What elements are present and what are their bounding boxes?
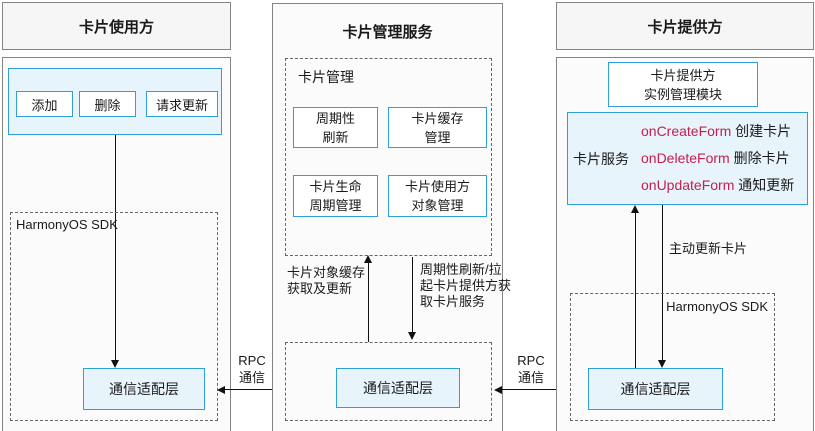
consumer-sdk-label: HarmonyOS SDK xyxy=(16,217,118,232)
rpc-left-line xyxy=(221,389,283,390)
card-management-group: 卡片管理 xyxy=(285,58,492,256)
provider-header: 卡片提供方 xyxy=(556,2,814,50)
request-update-button-label: 请求更新 xyxy=(155,97,208,113)
periodic-pull-line xyxy=(412,257,413,333)
provider-comm-layer-label: 通信适配层 xyxy=(620,381,691,397)
module-card-cache: 卡片缓存 管理 xyxy=(388,107,487,148)
add-button-label: 添加 xyxy=(31,97,58,113)
rpc-right-line xyxy=(498,389,564,390)
consumer-actions-panel: 添加 删除 请求更新 xyxy=(8,68,222,135)
active-update-label: 主动更新卡片 xyxy=(669,241,748,256)
cache-update-label: 卡片对象缓存 获取及更新 xyxy=(287,265,366,296)
provider-sdk-label: HarmonyOS SDK xyxy=(666,299,768,314)
provider-title: 卡片提供方 xyxy=(647,18,723,36)
consumer-downflow-arrowhead xyxy=(111,360,119,368)
callback-oncreateform: onCreateForm 创建卡片 xyxy=(641,123,792,139)
provider-downflow-arrowhead xyxy=(658,360,666,368)
rpc-left-label: RPC 通信 xyxy=(238,353,266,385)
provider-comm-layer: 通信适配层 xyxy=(588,368,723,410)
cache-update-line xyxy=(368,262,369,342)
consumer-comm-layer-label: 通信适配层 xyxy=(109,381,179,397)
provider-upflow-line xyxy=(635,212,636,368)
card-service-label: 卡片服务 xyxy=(573,150,629,167)
delete-button-label: 删除 xyxy=(94,97,121,113)
cache-update-arrowhead xyxy=(364,255,372,263)
consumer-sdk-region: HarmonyOS SDK xyxy=(10,212,218,421)
provider-sdk-region: HarmonyOS SDK xyxy=(570,293,775,421)
rpc-left-arrowhead-left xyxy=(217,386,225,394)
consumer-downflow-line xyxy=(115,135,116,361)
module-lifecycle: 卡片生命 周期管理 xyxy=(293,175,378,217)
card-service-box: 卡片服务 onCreateForm 创建卡片 onDeleteForm 删除卡片… xyxy=(567,112,808,205)
request-update-button: 请求更新 xyxy=(146,91,218,117)
periodic-pull-label: 周期性刷新/拉 起卡片提供方获 取卡片服务 xyxy=(420,262,512,309)
rpc-right-arrowhead-left xyxy=(494,386,502,394)
consumer-comm-layer: 通信适配层 xyxy=(83,368,205,410)
card-service-callbacks: onCreateForm 创建卡片 onDeleteForm 删除卡片 onUp… xyxy=(641,118,794,199)
callback-onupdateform: onUpdateForm 通知更新 xyxy=(641,177,795,193)
provider-downflow-line xyxy=(662,205,663,360)
delete-button: 删除 xyxy=(79,91,136,117)
add-button: 添加 xyxy=(16,91,73,117)
module-consumer-object: 卡片使用方 对象管理 xyxy=(388,175,487,217)
manager-comm-layer: 通信适配层 xyxy=(336,368,460,408)
provider-upflow-arrowhead xyxy=(631,205,639,213)
manager-body: 卡片管理服务 xyxy=(272,3,503,431)
consumer-header: 卡片使用方 xyxy=(2,2,231,50)
card-management-group-label: 卡片管理 xyxy=(298,69,354,85)
manager-comm-region xyxy=(285,342,492,421)
manager-title: 卡片管理服务 xyxy=(342,24,433,41)
rpc-right-label: RPC 通信 xyxy=(517,353,545,385)
manager-comm-layer-label: 通信适配层 xyxy=(363,380,433,396)
module-periodic-refresh: 周期性 刷新 xyxy=(293,107,378,148)
periodic-pull-arrowhead xyxy=(408,332,416,340)
provider-instance-module: 卡片提供方 实例管理模块 xyxy=(608,62,758,107)
callback-ondeleteform: onDeleteForm 删除卡片 xyxy=(641,150,790,166)
consumer-title: 卡片使用方 xyxy=(78,18,154,36)
